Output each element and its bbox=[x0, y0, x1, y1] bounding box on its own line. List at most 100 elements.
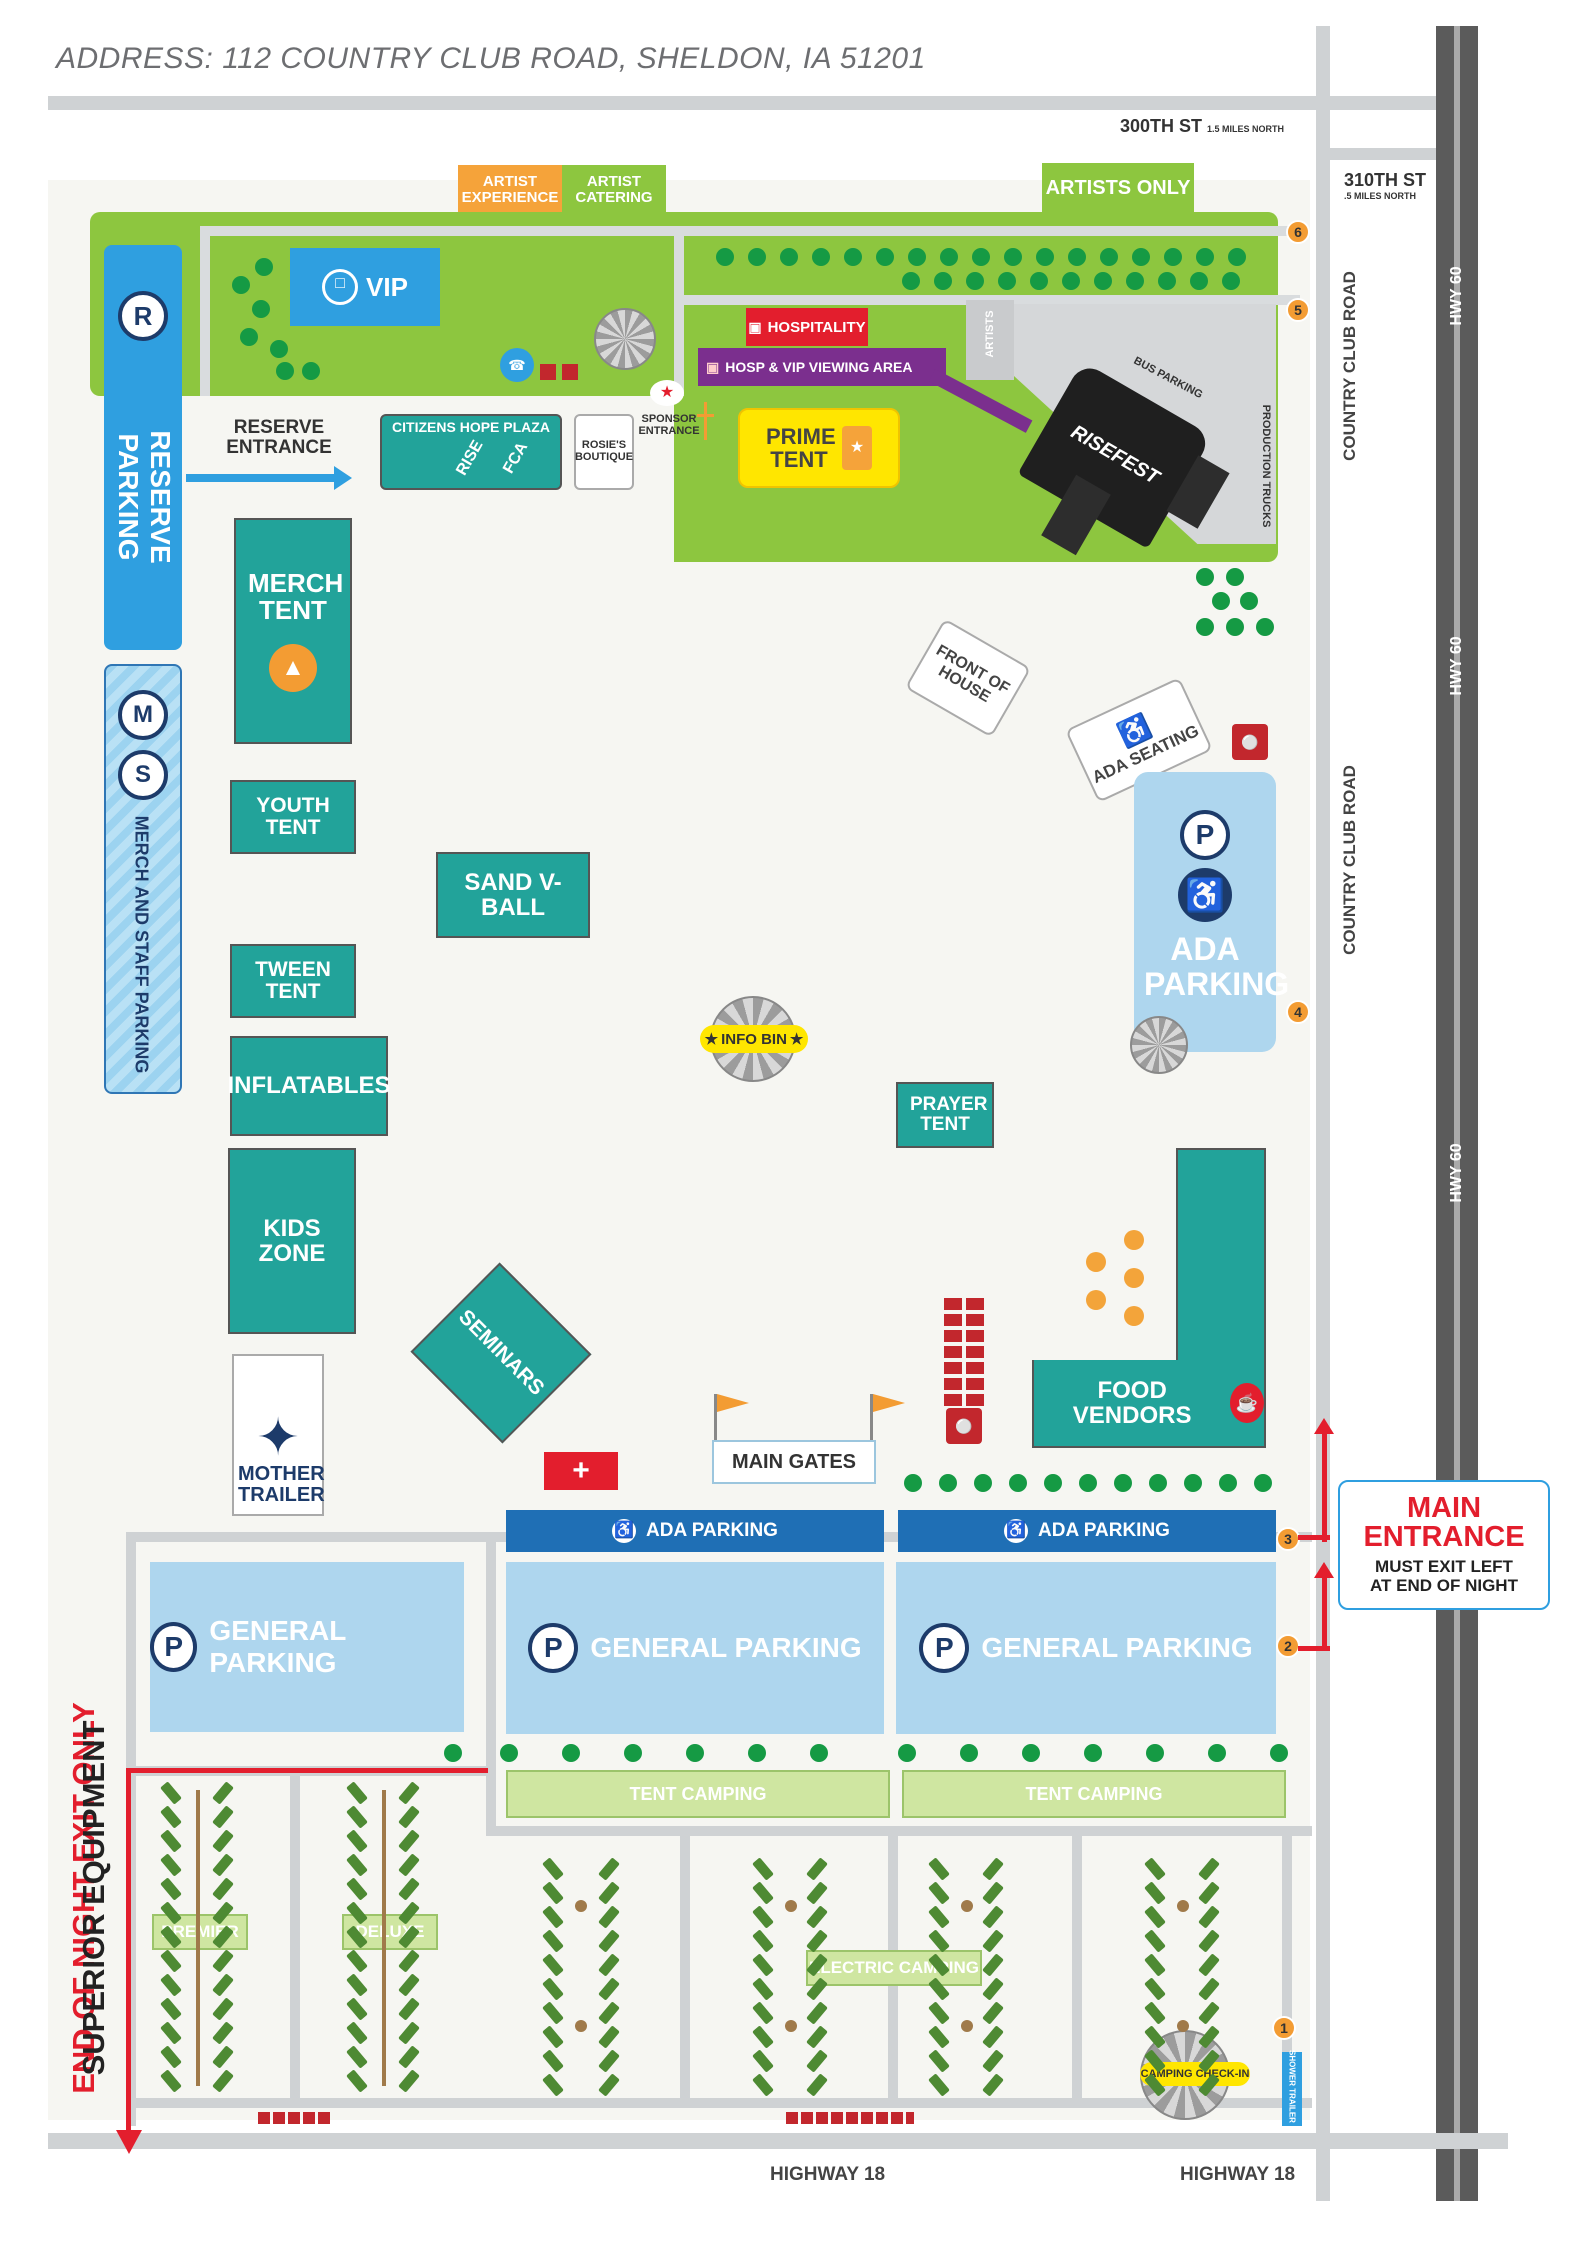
internal-road-v-mid bbox=[486, 1532, 496, 1832]
sand-vball: SAND V-BALL bbox=[436, 852, 590, 938]
entrance-arrow-join bbox=[1322, 1538, 1327, 1542]
entrance-arrow-exit-h bbox=[1298, 1535, 1330, 1540]
tree bbox=[1184, 1474, 1202, 1492]
tree bbox=[686, 1744, 704, 1762]
tree bbox=[1222, 272, 1240, 290]
seating-block bbox=[944, 1314, 962, 1326]
tree bbox=[276, 362, 294, 380]
gate-flag-right bbox=[870, 1394, 873, 1440]
tree bbox=[444, 1744, 462, 1762]
mother-trailer: ✦ MOTHER TRAILER bbox=[232, 1354, 325, 1516]
main-entrance-title: MAIN ENTRANCE bbox=[1363, 1492, 1525, 1554]
general-parking-3: P GENERAL PARKING bbox=[896, 1562, 1276, 1734]
tree bbox=[748, 248, 766, 266]
tree bbox=[998, 272, 1016, 290]
hospitality-icon: ▣ bbox=[748, 318, 762, 335]
seating-block bbox=[966, 1378, 984, 1390]
dumpster-icon bbox=[540, 364, 556, 380]
entrance-arrow-exit bbox=[1322, 1430, 1327, 1538]
rise-label: RISE bbox=[453, 437, 487, 479]
general-parking-1: P GENERAL PARKING bbox=[150, 1562, 464, 1732]
sponsor-entrance-label: SPONSOR ENTRANCE bbox=[638, 413, 700, 437]
artist-experience-label: ARTIST EXPERIENCE bbox=[458, 165, 562, 215]
tree bbox=[1228, 248, 1246, 266]
reserve-parking-label: RESERVE PARKING bbox=[113, 430, 176, 564]
tree bbox=[500, 1744, 518, 1762]
seating-block bbox=[966, 1362, 984, 1374]
dumpster-row bbox=[786, 2112, 914, 2124]
star-icon: ★ bbox=[789, 1031, 804, 1048]
tent-camping-2: TENT CAMPING bbox=[902, 1770, 1286, 1818]
tree bbox=[908, 248, 926, 266]
tree bbox=[1079, 1474, 1097, 1492]
tree bbox=[748, 1744, 766, 1762]
merch-tent: MERCH TENT ▲ bbox=[234, 518, 352, 744]
gate-6: 6 bbox=[1286, 220, 1310, 244]
sponsor-entrance-icon: ★ bbox=[650, 380, 684, 406]
tree bbox=[1094, 272, 1112, 290]
shower-trailer: SHOWER TRAILER bbox=[1282, 2050, 1302, 2126]
tree bbox=[1226, 568, 1244, 586]
ada-parking-east-label: ADA PARKING bbox=[1144, 931, 1290, 1003]
general-parking-2: P GENERAL PARKING bbox=[506, 1562, 884, 1734]
table-marker bbox=[1124, 1268, 1144, 1288]
tree bbox=[1219, 1474, 1237, 1492]
superior-equipment: SUPERIOR EQUIPMENT bbox=[76, 1720, 111, 2076]
tree bbox=[939, 1474, 957, 1492]
tree bbox=[810, 1744, 828, 1762]
reserve-icon: R bbox=[118, 291, 168, 341]
reserve-entrance-label: RESERVE ENTRANCE bbox=[226, 417, 332, 458]
inflatables: INFLATABLES bbox=[227, 1036, 391, 1136]
tree bbox=[1196, 618, 1214, 636]
tree bbox=[1270, 1744, 1288, 1762]
seating-block bbox=[944, 1378, 962, 1390]
tree bbox=[1084, 1744, 1102, 1762]
prayer-tent: PRAYER TENT bbox=[896, 1082, 994, 1148]
tree bbox=[1009, 1474, 1027, 1492]
tree bbox=[1212, 592, 1230, 610]
restroom-icon: ⚪ bbox=[1232, 724, 1268, 760]
seating-block bbox=[944, 1346, 962, 1358]
wheelchair-icon: ♿ bbox=[612, 1519, 637, 1543]
seating-block bbox=[944, 1298, 962, 1310]
table-marker bbox=[1124, 1306, 1144, 1326]
tree bbox=[1114, 1474, 1132, 1492]
tree bbox=[1044, 1474, 1062, 1492]
citizens-hope-plaza: CITIZENS HOPE PLAZA RISE FCA bbox=[380, 414, 562, 490]
tree bbox=[1158, 272, 1176, 290]
vip-area: □ VIP bbox=[290, 248, 440, 326]
tree bbox=[232, 276, 250, 294]
internal-road-h-bottom bbox=[126, 2098, 1312, 2108]
parking-icon: P bbox=[1180, 810, 1230, 860]
seating-block bbox=[966, 1298, 984, 1310]
exit-route-head bbox=[116, 2130, 142, 2154]
hwy-60-centerline bbox=[1454, 26, 1460, 2201]
tree bbox=[1004, 248, 1022, 266]
camp-post bbox=[1177, 1900, 1189, 1912]
label-highway18-1: HIGHWAY 18 bbox=[770, 2164, 886, 2185]
camp-centerline bbox=[196, 1790, 200, 2086]
tree bbox=[940, 248, 958, 266]
tree bbox=[302, 362, 320, 380]
fca-label: FCA bbox=[500, 439, 532, 477]
seating-block bbox=[966, 1394, 984, 1406]
tween-tent: TWEEN TENT bbox=[230, 944, 356, 1018]
artists-label: ARTISTS bbox=[984, 310, 996, 358]
table-marker bbox=[1086, 1290, 1106, 1310]
internal-road-h3 bbox=[486, 1826, 1312, 1836]
tree bbox=[934, 272, 952, 290]
gate-5: 5 bbox=[1286, 298, 1310, 322]
camp-divider-2 bbox=[680, 1826, 690, 2106]
tree bbox=[1240, 592, 1258, 610]
label-country-club-1: COUNTRY CLUB ROAD bbox=[1340, 271, 1359, 461]
tree bbox=[1146, 1744, 1164, 1762]
tshirt-icon: ▲ bbox=[269, 644, 317, 693]
umbrella-icon bbox=[594, 308, 656, 370]
tree bbox=[1062, 272, 1080, 290]
gate-2: 2 bbox=[1276, 1634, 1300, 1658]
entrance-arrow-in bbox=[1322, 1574, 1327, 1650]
tree bbox=[904, 1474, 922, 1492]
dumpster-icon bbox=[562, 364, 578, 380]
wheelchair-icon: ♿ bbox=[1178, 868, 1232, 922]
